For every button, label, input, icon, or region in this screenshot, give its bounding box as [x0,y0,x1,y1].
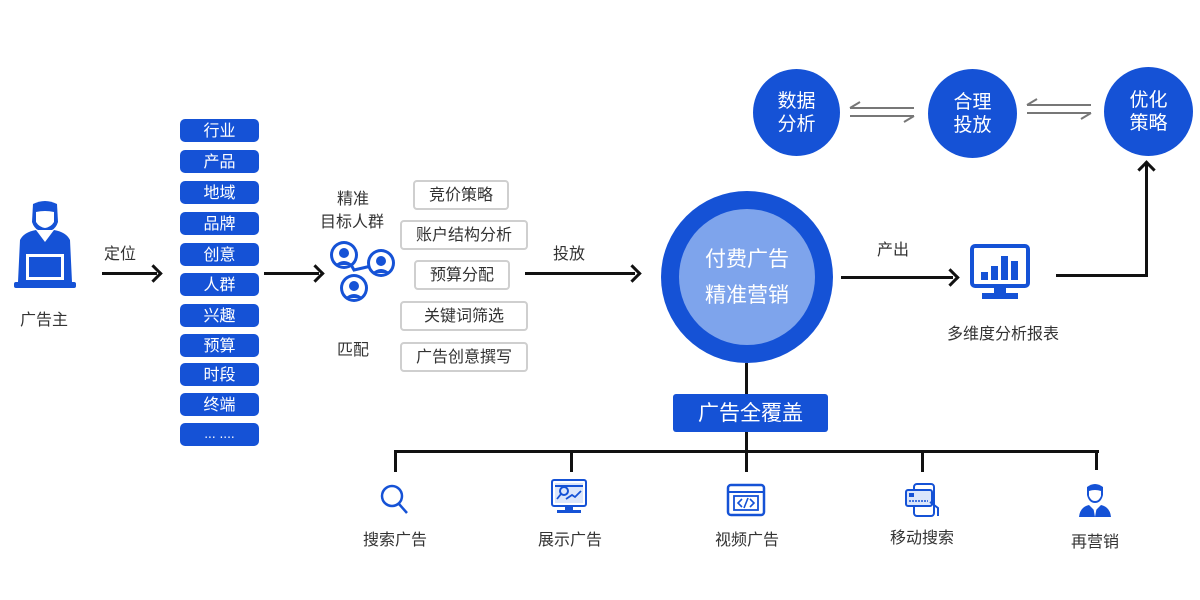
strategy-ad-copywriting: 广告创意撰写 [400,342,528,372]
channel-search-ads: 搜索广告 [362,530,427,549]
coverage-badge: 广告全覆盖 [673,394,828,432]
arrowhead-up-icon [1137,160,1156,179]
arrow-output [841,276,953,279]
code-window-icon [726,483,766,517]
targeting-tag-industry: 行业 [180,119,259,142]
targeting-tag-region: 地域 [180,181,259,204]
arrow-deliver [525,272,635,275]
channel-remarketing: 再营销 [1070,532,1119,551]
mobile-card-icon [905,483,939,517]
targeting-tag-device: 终端 [180,393,259,416]
cycle-reasonable-delivery: 合理投放 [928,69,1017,158]
strategy-bidding: 竞价策略 [413,180,509,210]
advertiser-label: 广告主 [20,310,69,329]
user-laptop-icon [14,201,76,288]
bidirectional-arrow-icon [1026,98,1092,120]
arrowhead-icon [941,268,960,287]
core-line2: 精准营销 [705,283,789,307]
channel-drop-mobile [921,450,924,472]
arrow-to-audience [264,272,319,275]
channel-video-ads: 视频广告 [714,530,779,549]
channel-bus-line [394,450,1099,453]
businessman-icon [1079,484,1111,517]
report-label: 多维度分析报表 [947,324,1060,343]
strategy-keyword-selection: 关键词筛选 [400,301,528,331]
targeting-tag-more: ... .... [180,423,259,446]
cycle-optimize-strategy: 优化策略 [1104,67,1193,156]
targeting-tag-budget: 预算 [180,334,259,357]
display-analytics-icon [551,479,587,513]
targeting-tag-creative: 创意 [180,243,259,266]
channel-mobile-search: 移动搜索 [889,528,954,547]
channel-display-ads: 展示广告 [537,530,602,549]
position-step-label: 定位 [104,244,137,263]
channel-drop-remarketing [1095,450,1098,470]
targeting-tag-audience: 人群 [180,273,259,296]
user-group-network-icon [330,241,395,302]
core-paid-ads-circle: 付费广告 精准营销 [661,191,833,363]
output-step-label: 产出 [877,240,910,259]
targeting-tag-product: 产品 [180,150,259,173]
search-icon [380,484,408,514]
deliver-step-label: 投放 [553,244,586,263]
arrowhead-icon [144,264,163,283]
connector-report-to-optimize [1056,274,1148,277]
arrow-position [102,272,157,275]
connector-core-to-coverage [745,363,748,394]
audience-title-line1: 精准 [337,189,370,208]
targeting-tag-interest: 兴趣 [180,304,259,327]
arrowhead-icon [306,264,325,283]
strategy-account-structure: 账户结构分析 [400,220,528,250]
arrowhead-icon [623,264,642,283]
targeting-tag-brand: 品牌 [180,212,259,235]
channel-drop-display [570,450,573,472]
bar-chart-monitor-icon [970,244,1030,299]
cycle-data-analysis: 数据分析 [753,69,840,156]
bidirectional-arrow-icon [849,101,915,123]
connector-up-to-optimize [1145,164,1148,277]
channel-drop-search [394,450,397,472]
match-label: 匹配 [337,340,370,359]
audience-title-line2: 目标人群 [320,212,385,231]
targeting-tag-timeslot: 时段 [180,363,259,386]
core-line1: 付费广告 [705,247,789,271]
strategy-budget-allocation: 预算分配 [414,260,510,290]
